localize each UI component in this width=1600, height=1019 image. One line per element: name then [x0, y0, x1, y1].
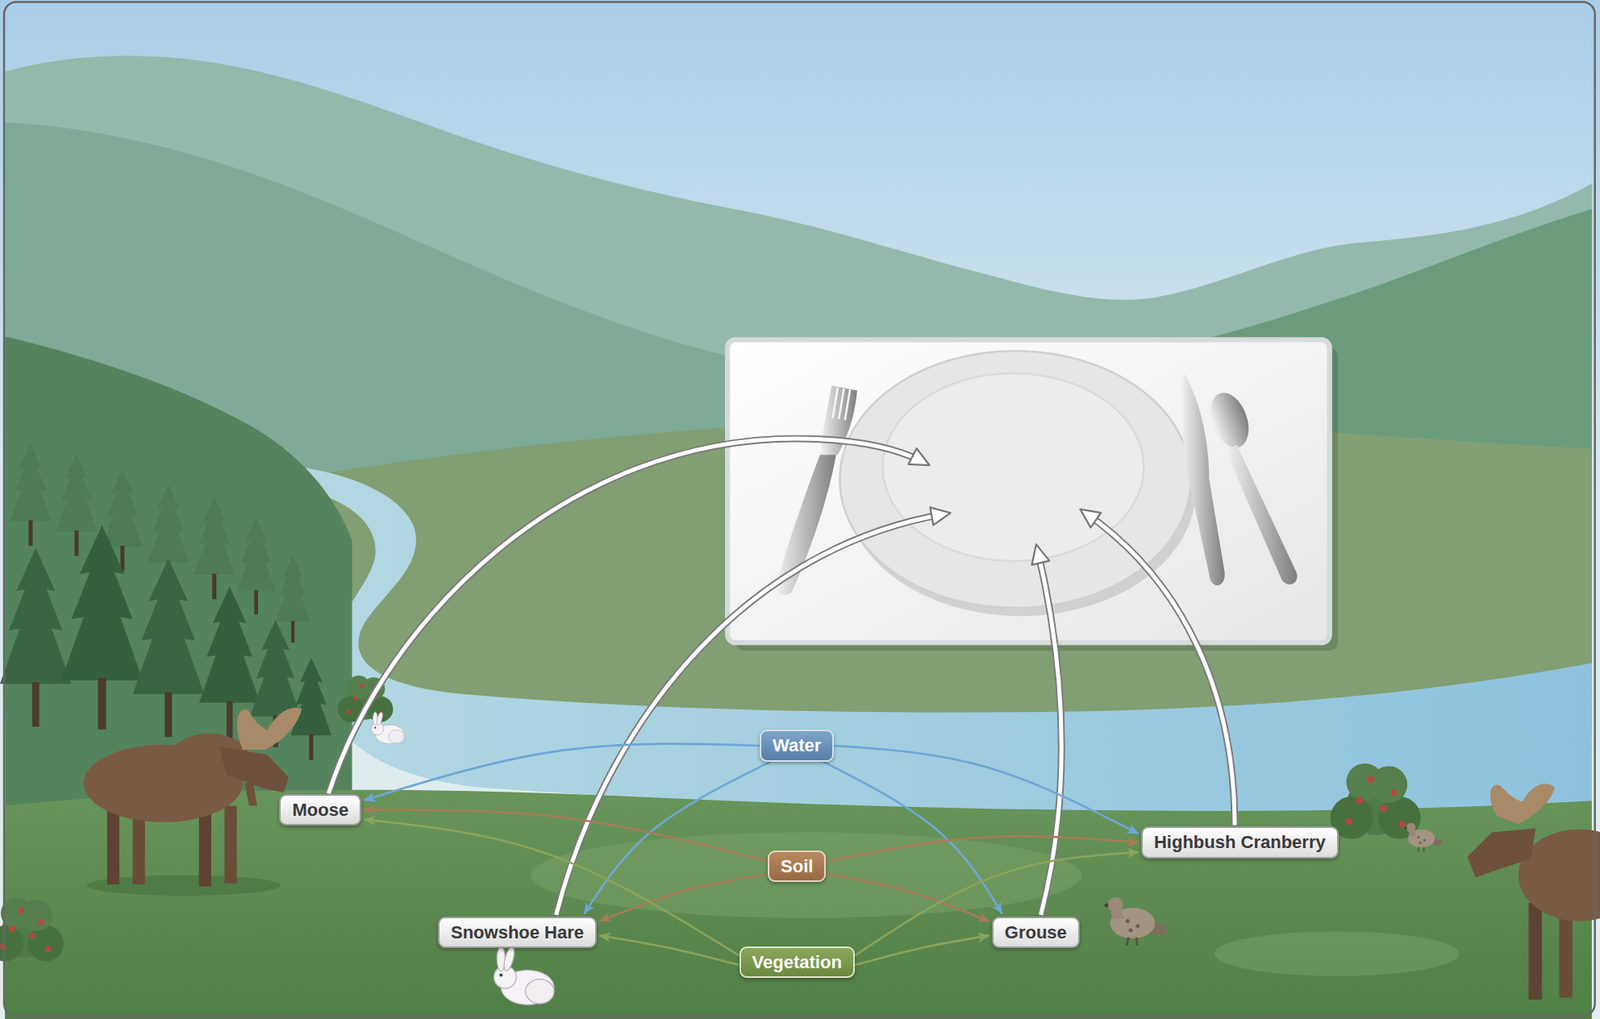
connector-group [363, 744, 1139, 967]
fir-tree [193, 497, 235, 600]
cranberry-bush [0, 897, 64, 962]
fir-tree [237, 517, 276, 615]
fir-tree [10, 443, 52, 546]
species-label: Snowshoe Hare [437, 916, 597, 949]
moose-head [1467, 828, 1537, 878]
node-text: Snowshoe Hare [450, 922, 584, 943]
resource-label: Soil [767, 850, 826, 883]
resource-arrow [363, 744, 760, 801]
resource-arrow [854, 935, 990, 966]
snowshoe-hare [493, 945, 555, 1005]
fir-tree [132, 558, 205, 738]
resource-label: Vegetation [739, 946, 855, 979]
spoon-handle [1225, 445, 1298, 585]
moose-head [219, 746, 289, 793]
moose-leg [1528, 903, 1542, 1000]
resource-arrow [363, 819, 739, 956]
spoon-bowl [1203, 387, 1256, 454]
frame [4, 2, 1596, 1017]
resource-arrow [833, 745, 1139, 834]
moose-dewlap [245, 781, 258, 806]
species-label: Grouse [991, 916, 1080, 949]
food-arrow-outline [1085, 512, 1235, 825]
resource-arrow [825, 836, 1139, 862]
species-label: Highbush Cranberry [1141, 826, 1339, 859]
placemat [727, 339, 1330, 643]
resource-arrow [599, 935, 740, 966]
moose-leg [1558, 908, 1572, 998]
meadow-patch [1214, 931, 1460, 977]
resource-arrow [854, 852, 1139, 956]
grouse-bird [1404, 823, 1443, 853]
moose-leg [224, 806, 237, 884]
moose-antler [237, 708, 303, 750]
food-arrow-outline [556, 514, 945, 916]
node-text: Vegetation [752, 952, 842, 973]
node-text: Highbush Cranberry [1154, 832, 1326, 853]
resource-arrow [825, 874, 989, 922]
food-arrow [1085, 512, 1235, 825]
species-label: Moose [279, 794, 362, 826]
resource-label: Water [759, 729, 834, 762]
fir-tree [56, 454, 98, 557]
fir-tree [0, 548, 72, 727]
fir-tree [61, 525, 143, 730]
fir-tree [275, 556, 311, 644]
node-text: Water [772, 735, 821, 756]
node-text: Moose [291, 800, 349, 821]
snowshoe-hare [370, 712, 405, 745]
resource-arrow [363, 810, 768, 863]
moose-antler [1490, 783, 1555, 825]
node-text: Grouse [1004, 922, 1067, 943]
food-arrow [556, 514, 945, 916]
fork-tines [832, 387, 850, 421]
resource-arrow [599, 874, 768, 922]
plate [839, 350, 1191, 609]
node-text: Soil [780, 856, 813, 877]
grouse-bird [1103, 897, 1168, 946]
plate-well [882, 373, 1144, 562]
